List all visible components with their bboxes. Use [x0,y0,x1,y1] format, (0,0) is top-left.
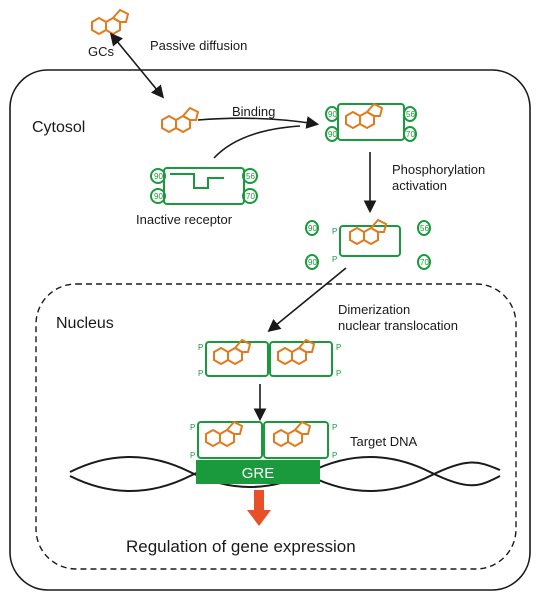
nucleus-envelope [35,283,517,570]
phospho-dna-4: P [332,451,337,460]
dna-bound-dimer: P P P P [190,421,337,460]
phospho-dimer-4: P [336,369,341,378]
passive-diffusion-label: Passive diffusion [150,38,247,53]
cell-membrane [9,69,531,591]
hsp90-a: 90 [154,172,163,181]
gre-label: GRE [242,465,275,482]
phospho-dimer-2: P [198,369,203,378]
hsp70-free: 70 [420,258,429,267]
hsp56: 56 [246,172,255,181]
nucleus-label: Nucleus [56,315,114,332]
target-dna-label: Target DNA [350,434,418,449]
phospho-dna-1: P [190,423,195,432]
inactive-receptor: 90 90 56 70 [150,167,258,205]
regulation-label: Regulation of gene expression [126,537,356,556]
cytosol-label: Cytosol [32,119,85,136]
inactive-receptor-label: Inactive receptor [136,212,233,227]
hsp90-bound-a: 90 [328,110,337,119]
output-arrow-shaft [254,490,264,512]
phospho-dna-2: P [190,451,195,460]
hsp70-bound: 70 [406,130,415,139]
phospho-dimer-1: P [198,343,203,352]
hsp90-free-b: 90 [308,258,317,267]
nuclear-translocation-label: nuclear translocation [338,318,458,333]
phospho-2: P [332,255,337,264]
passive-diffusion-arrow [109,32,165,99]
hsp70: 70 [246,192,255,201]
dimerization-label: Dimerization [338,302,410,317]
phosphorylation-label: Phosphorylation [392,162,485,177]
receptor-dimer: P P P P [198,339,341,378]
hsp90-bound-b: 90 [328,130,337,139]
phospho-dna-3: P [332,423,337,432]
binding-arrow [197,116,320,129]
activated-receptor: 90 90 56 70 P P [305,219,431,270]
bound-receptor-complex: 90 90 56 70 [325,103,417,142]
binding-label: Binding [232,104,275,119]
gre-box [196,460,320,484]
phospho-1: P [332,227,337,236]
hsp90-free-a: 90 [308,224,317,233]
gc-molecule-cytosol [161,107,199,133]
receptor-to-binding-line [213,125,301,159]
gc-molecule-outside [91,9,129,35]
hsp90-b: 90 [154,192,163,201]
output-arrow-head [247,510,271,526]
hsp56-free: 56 [420,224,429,233]
hsp56-bound: 56 [406,110,415,119]
phospho-dimer-3: P [336,343,341,352]
gcs-label: GCs [88,44,115,59]
activation-label: activation [392,178,447,193]
translocation-arrow [267,267,347,333]
